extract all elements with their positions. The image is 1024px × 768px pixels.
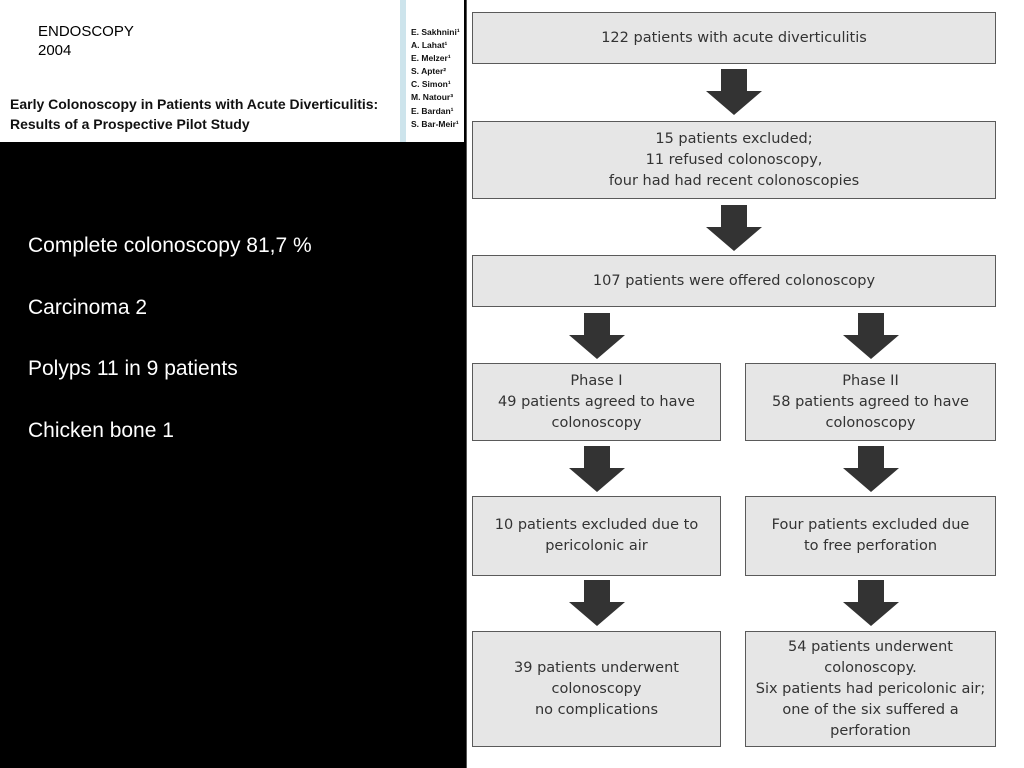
author: M. Natour³ [411, 92, 454, 103]
flow-box-offered: 107 patients were offered colonoscopy [472, 255, 996, 307]
journal-name: ENDOSCOPY [38, 23, 134, 40]
findings-list: Complete colonoscopy 81,7 % Carcinoma 2 … [28, 232, 312, 478]
flow-box-start: 122 patients with acute diverticulitis [472, 12, 996, 64]
flow-arrow-down-icon [569, 313, 625, 359]
flow-box-phase2-excluded: Four patients excluded due to free perfo… [745, 496, 996, 576]
finding-complete-colonoscopy: Complete colonoscopy 81,7 % [28, 234, 312, 257]
finding-carcinoma: Carcinoma 2 [28, 295, 148, 319]
paper-header: ENDOSCOPY 2004 Early Colonoscopy in Pati… [0, 0, 464, 142]
flow-box-phase1: Phase I 49 patients agreed to have colon… [472, 363, 721, 441]
flow-box-phase2-result: 54 patients underwent colonoscopy. Six p… [745, 631, 996, 747]
flow-arrow-down-icon [843, 580, 899, 626]
author-list: E. Sakhnini¹ A. Lahat¹ E. Melzer¹ S. Apt… [411, 26, 460, 131]
flowchart-border [466, 0, 467, 768]
flow-arrow-down-icon [706, 205, 762, 251]
finding-polyps: Polyps 11 in 9 patients [28, 357, 238, 380]
journal-citation: ENDOSCOPY 2004 [38, 22, 134, 60]
flow-arrow-down-icon [569, 446, 625, 492]
author: E. Bardan¹ [411, 105, 454, 116]
flow-box-phase1-excluded: 10 patients excluded due to pericolonic … [472, 496, 721, 576]
flow-box-phase2: Phase II 58 patients agreed to have colo… [745, 363, 996, 441]
author: S. Bar-Meir¹ [411, 118, 459, 129]
author: E. Melzer¹ [411, 53, 451, 64]
flow-arrow-down-icon [706, 69, 762, 115]
paper-title: Early Colonoscopy in Patients with Acute… [10, 94, 400, 134]
flow-arrow-down-icon [843, 313, 899, 359]
journal-year: 2004 [38, 42, 72, 59]
author: S. Apter² [411, 66, 447, 77]
flow-box-phase1-result: 39 patients underwent colonoscopy no com… [472, 631, 721, 747]
author: C. Simon¹ [411, 79, 451, 90]
author: A. Lahat¹ [411, 40, 448, 51]
paper-title-line1: Early Colonoscopy in Patients with Acute… [10, 96, 379, 112]
flow-arrow-down-icon [569, 580, 625, 626]
header-divider [400, 0, 406, 142]
flow-box-excluded: 15 patients excluded; 11 refused colonos… [472, 121, 996, 199]
flow-arrow-down-icon [843, 446, 899, 492]
paper-title-line2: Results of a Prospective Pilot Study [10, 116, 250, 132]
finding-chicken-bone: Chicken bone 1 [28, 418, 174, 442]
author: E. Sakhnini¹ [411, 27, 460, 37]
